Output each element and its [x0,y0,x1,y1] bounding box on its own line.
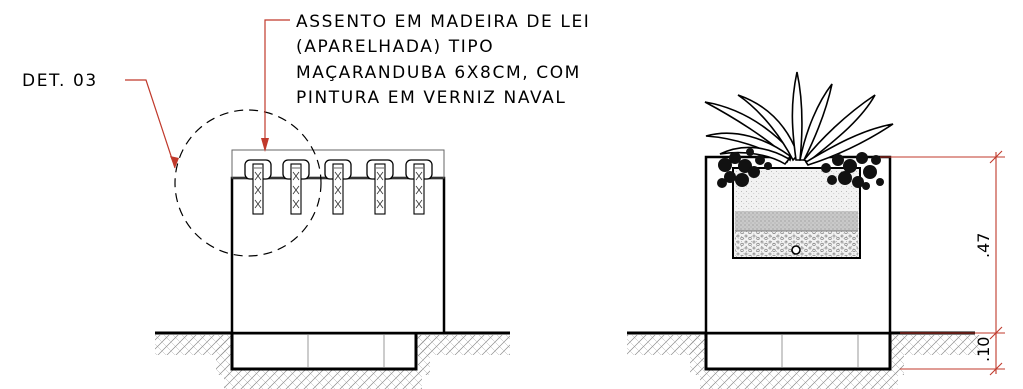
detail-leader [125,79,176,169]
planter-foundation [704,331,892,371]
ground-hatch-left-a [155,335,232,355]
ground-hatch-left-e [418,335,430,375]
ground-hatch-right-a [627,335,705,355]
height-dimension-label: .47 [974,233,993,258]
plant-shrubs [717,148,884,190]
detail-circle [174,109,322,257]
planter-elevation [627,71,1005,389]
material-note-leader [264,19,290,150]
geotextile-layer [735,211,858,231]
wood-slats [244,159,433,215]
bench-elevation [125,19,510,389]
ground-hatch-right-c [700,370,898,389]
ground-hatch-left-b [416,335,510,355]
drain-hole [791,245,801,255]
ground-hatch-right-e [892,335,904,375]
wood-slat [244,159,272,215]
ground-hatch-left-c [224,370,422,389]
wood-slat [366,159,394,215]
plant-leaves [704,71,894,166]
base-dimension-label: .10 [974,337,993,362]
material-note-line-3: MAÇARANDUBA 6X8CM, COM [296,63,581,83]
wood-slat [282,159,310,215]
ground-hatch-right-d [690,335,704,375]
wood-slat [405,159,433,215]
ground-hatch-left-d [216,335,230,375]
wood-slat [324,159,352,215]
material-note-line-4: PINTURA EM VERNIZ NAVAL [296,88,566,108]
ground-hatch-right-b [890,335,980,355]
material-note-line-2: (APARELHADA) TIPO [296,37,494,57]
bench-foundation [230,331,418,371]
detail-label: DET. 03 [22,71,98,91]
material-note-line-1: ASSENTO EM MADEIRA DE LEI [296,12,590,32]
height-dimension [880,150,1005,376]
planter-basin [732,167,861,259]
